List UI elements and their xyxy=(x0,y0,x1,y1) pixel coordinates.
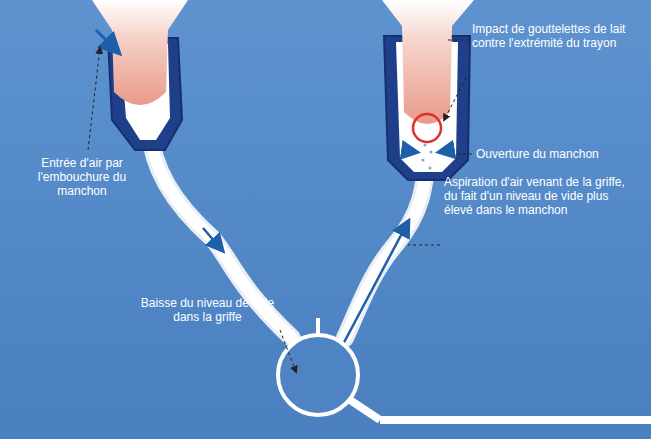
callout-label: Baisse du niveau de vide dans la griffe xyxy=(140,296,275,324)
callout-label: Entrée d'air par l'embouchure du manchon xyxy=(22,156,142,198)
callout-label: Impact de gouttelettes de lait contre l'… xyxy=(472,22,642,50)
callout-label: Aspiration d'air venant de la griffe, du… xyxy=(444,175,639,217)
callout-label: Ouverture du manchon xyxy=(476,147,636,161)
